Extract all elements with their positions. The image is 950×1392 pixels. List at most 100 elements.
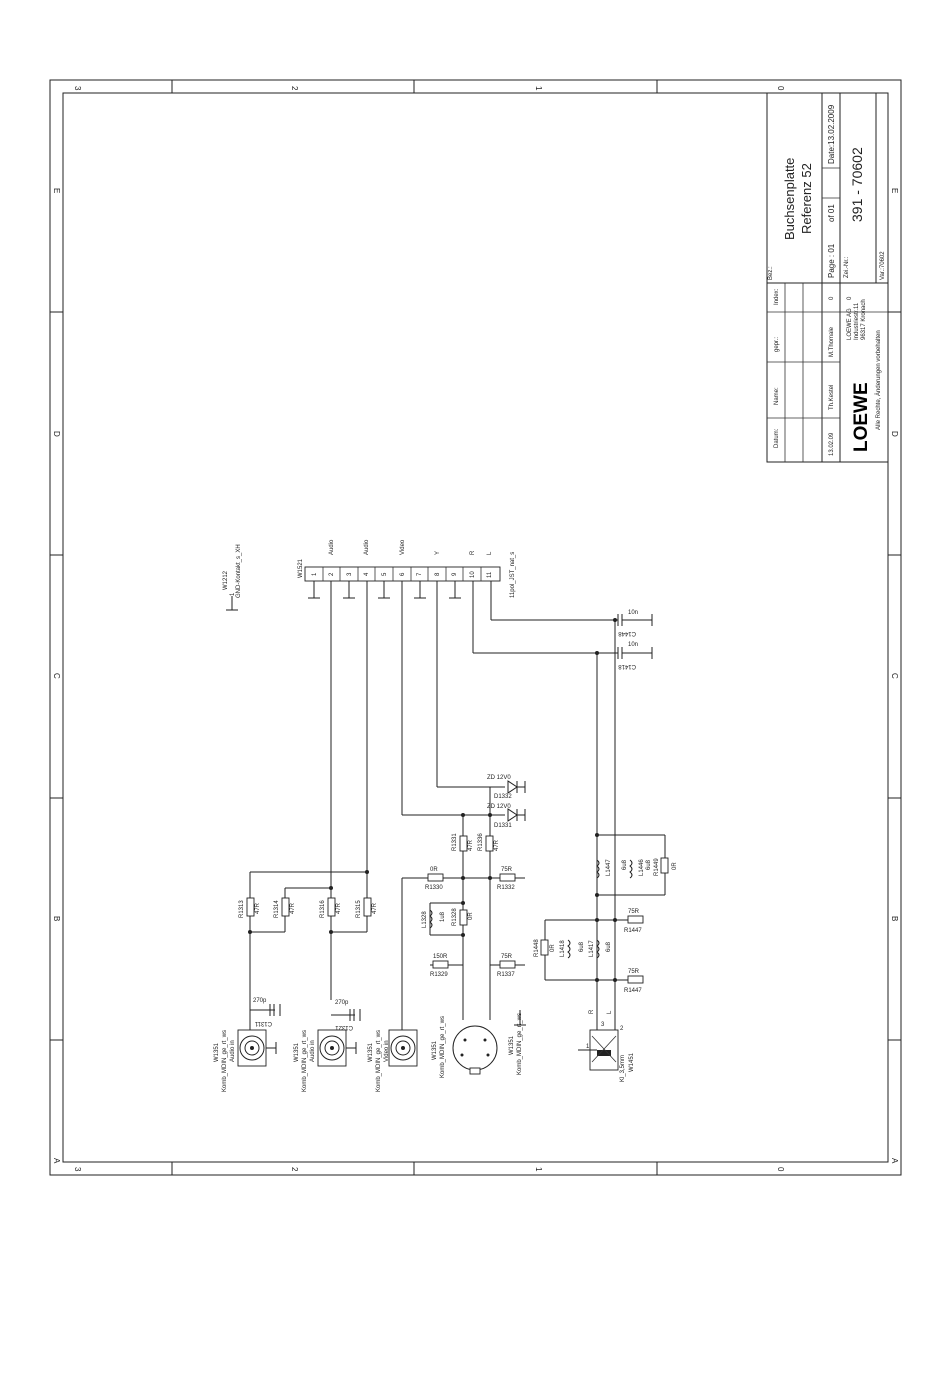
gnd-contact-pin: 1 (230, 592, 236, 596)
klinke-pin-3: 3 (601, 1022, 605, 1028)
row-label-left-C: C (52, 673, 61, 679)
row-label-right-A: A (890, 1158, 899, 1164)
r1447-top-ref: R1447 (624, 928, 642, 934)
resistor-r1336 (485, 835, 494, 852)
r1313-value: 47R (255, 902, 261, 914)
name-label: Name: (774, 387, 780, 405)
r1447-top-value: 75R (628, 909, 640, 915)
company-street: Industriestr.11 (854, 302, 860, 340)
pin-10: 10 (470, 571, 476, 578)
signal-video: Video (400, 539, 406, 555)
mini-din-jack (452, 1025, 498, 1075)
signal-audio-1: Audio (329, 539, 335, 555)
mdin-name: Komb_MDIN_ge_rt_ws (440, 1016, 446, 1078)
c1321-value: 270p (335, 1000, 349, 1006)
zeich-label: Zei.-Nr.: (844, 256, 850, 278)
l1446-value: 6u8 (646, 859, 652, 870)
r1447-bottom-ref: R1447 (624, 988, 642, 994)
pin-9: 9 (452, 572, 458, 576)
rca-jack-video-in (388, 1029, 418, 1067)
klinke-l-label: L (607, 1010, 613, 1014)
gepr-label: gepr.: (774, 337, 780, 352)
company-name: LOEWE AG (847, 308, 853, 340)
c1311-value: 270p (253, 998, 267, 1004)
l1447-ref: L1447 (606, 859, 612, 876)
r1313-ref: R1313 (239, 900, 245, 918)
r1315-value: 47R (372, 902, 378, 914)
junction-dots (248, 618, 617, 982)
mdin2-name: Komb_MDIN_ge_rt_ws (517, 1013, 523, 1075)
connector-name: 11pol_JST_nat_s (510, 552, 516, 598)
r1337-ref: R1337 (497, 972, 515, 978)
inductor-l1447 (596, 859, 600, 879)
audio-in-1-ref: W1351 (214, 1042, 220, 1062)
r1329-ref: R1329 (430, 972, 448, 978)
name-value: Th.Kestel (829, 385, 835, 410)
title-block (766, 92, 889, 463)
l1328-value: 1u8 (440, 911, 446, 922)
resistor-r1337 (499, 960, 516, 969)
outer-frame (49, 79, 902, 1176)
col-label-top-0: 0 (776, 86, 785, 91)
r1336-value: 47R (494, 839, 500, 851)
zone-ticks (50, 80, 901, 1175)
r1328-ref: R1328 (452, 908, 458, 926)
connector-ref: W1521 (298, 558, 304, 578)
index-label: Index: (774, 288, 780, 305)
l1328-ref: L1328 (422, 911, 428, 928)
index-value: 0 (829, 296, 835, 300)
pin-3: 3 (347, 572, 353, 576)
diode-d1331 (507, 808, 526, 822)
c1448-value: 10n (628, 610, 638, 616)
klinke-pin-2: 2 (620, 1026, 624, 1032)
resistor-r1332 (499, 873, 516, 882)
resistor-r1314 (281, 897, 290, 917)
company-city: 96317 Kronach (861, 299, 867, 340)
resistor-r1329 (432, 960, 449, 969)
klinke-ref: W1451 (629, 1052, 635, 1072)
r1315-ref: R1315 (356, 900, 362, 918)
r1314-value: 47R (290, 902, 296, 914)
r1328-value: 0R (468, 912, 474, 920)
signal-l: L (487, 551, 493, 555)
klinke-r-label: R (589, 1009, 595, 1014)
r1449-value: 0R (672, 862, 678, 870)
klinke-jack-w1451 (578, 1029, 619, 1071)
r1336-ref: R1336 (478, 833, 484, 851)
resistor-r1449 (660, 857, 669, 874)
title-line-1: Buchsenplatte (782, 158, 797, 240)
col-label-top-1: 1 (534, 86, 543, 91)
audio-in-2-ref: W1351 (294, 1042, 300, 1062)
d1332-ref: D1332 (494, 794, 512, 800)
mdin2-ground (514, 1010, 526, 1026)
r1331-value: 47R (468, 839, 474, 851)
row-label-right-D: D (890, 431, 899, 437)
l1417-value: 6u8 (606, 941, 612, 952)
r1449-ref: R1449 (654, 858, 660, 876)
bez-label: Bez.: (768, 266, 774, 280)
d1331-value: ZD 12V0 (487, 804, 511, 810)
c1311-ref: C1311 (254, 1020, 272, 1026)
row-label-left-D: D (52, 431, 61, 437)
capacitor-c1311 (269, 1004, 275, 1016)
gepr-value: M.Thomale (829, 326, 835, 357)
inductor-l1417 (596, 939, 600, 959)
mdin-ref: W1351 (432, 1040, 438, 1060)
resistor-r1448 (540, 939, 549, 956)
date: Date:13.02.2009 (827, 104, 836, 164)
capacitor-c1418 (617, 647, 632, 659)
signal-y: Y (435, 551, 441, 555)
c1418-ref: C1418 (618, 663, 636, 669)
r1330-ref: R1330 (425, 885, 443, 891)
page-number: Page : 01 (827, 243, 836, 278)
r1447-bottom-value: 75R (628, 969, 640, 975)
row-label-right-E: E (890, 188, 899, 193)
r1337-value: 75R (501, 954, 513, 960)
c1321-ref: C1321 (335, 1024, 353, 1030)
c1418-value: 10n (628, 642, 638, 648)
col-label-bottom-2: 2 (290, 1167, 299, 1172)
d1332-value: ZD 12V0 (487, 775, 511, 781)
inductor-l1328 (429, 909, 433, 929)
audio-in-2-name: Komb_MDIN_ge_rt_ws (302, 1030, 308, 1092)
